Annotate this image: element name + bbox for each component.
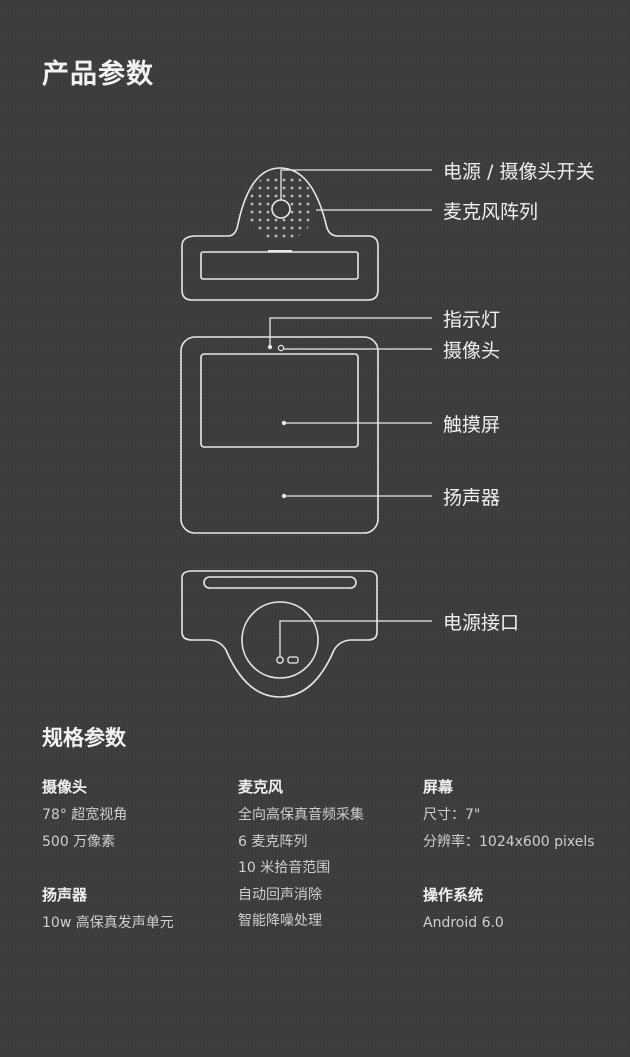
port-slot: [287, 656, 299, 664]
leader-power-port: [279, 620, 432, 656]
spec-speaker: 扬声器 10w 高保真发声单元: [42, 884, 174, 937]
device-front-view: [180, 336, 379, 534]
spec-screen-line: 分辨率：1024x600 pixels: [423, 833, 595, 850]
spec-microphone-line: 自动回声消除: [238, 886, 322, 903]
spec-screen-title: 屏幕: [423, 778, 454, 796]
leader-power-switch: [280, 169, 432, 200]
callout-power-camera-switch: 电源 / 摄像头开关: [443, 161, 595, 183]
spec-microphone-line: 全向高保真音频采集: [238, 807, 364, 823]
callout-speaker: 扬声器: [443, 487, 501, 509]
spec-microphone-line: 10 米拾音范围: [238, 860, 331, 876]
specs-section-title: 规格参数: [42, 726, 126, 750]
spec-microphone-line: 6 麦克阵列: [238, 833, 308, 850]
camera-lens: [277, 344, 285, 352]
callout-camera: 摄像头: [443, 340, 501, 362]
spec-screen-line: 尺寸：7": [423, 807, 481, 823]
spec-microphone-line: 智能降噪处理: [238, 913, 322, 929]
spec-speaker-line: 10w 高保真发声单元: [42, 915, 174, 931]
spec-os-line: Android 6.0: [423, 915, 504, 931]
callout-mic-array: 麦克风阵列: [443, 201, 539, 223]
spec-speaker-title: 扬声器: [42, 886, 88, 904]
spec-microphone-title: 麦克风: [238, 778, 284, 796]
spec-camera: 摄像头 78° 超宽视角 500 万像素: [42, 776, 127, 855]
leader-indicator: [269, 317, 432, 345]
page-title: 产品参数: [42, 59, 154, 90]
spec-screen: 屏幕 尺寸：7" 分辨率：1024x600 pixels: [423, 776, 595, 855]
spec-camera-title: 摄像头: [42, 778, 88, 796]
spec-os-title: 操作系统: [423, 886, 484, 904]
spec-camera-line: 500 万像素: [42, 833, 116, 850]
power-port-icon: [276, 656, 284, 664]
device-back-view: [181, 570, 378, 698]
indicator-dot: [267, 344, 273, 350]
callout-indicator-light: 指示灯: [443, 309, 501, 331]
device-top-view: [181, 167, 379, 301]
spec-microphone: 麦克风 全向高保真音频采集 6 麦克阵列 10 米拾音范围 自动回声消除 智能降…: [238, 776, 364, 935]
power-button: [271, 199, 291, 219]
leader-lines: [269, 169, 432, 656]
callout-touchscreen: 触摸屏: [443, 414, 501, 436]
callout-power-port: 电源接口: [443, 612, 520, 634]
spec-os: 操作系统 Android 6.0: [423, 884, 504, 937]
product-diagram: [180, 167, 432, 698]
spec-camera-line: 78° 超宽视角: [42, 807, 128, 823]
